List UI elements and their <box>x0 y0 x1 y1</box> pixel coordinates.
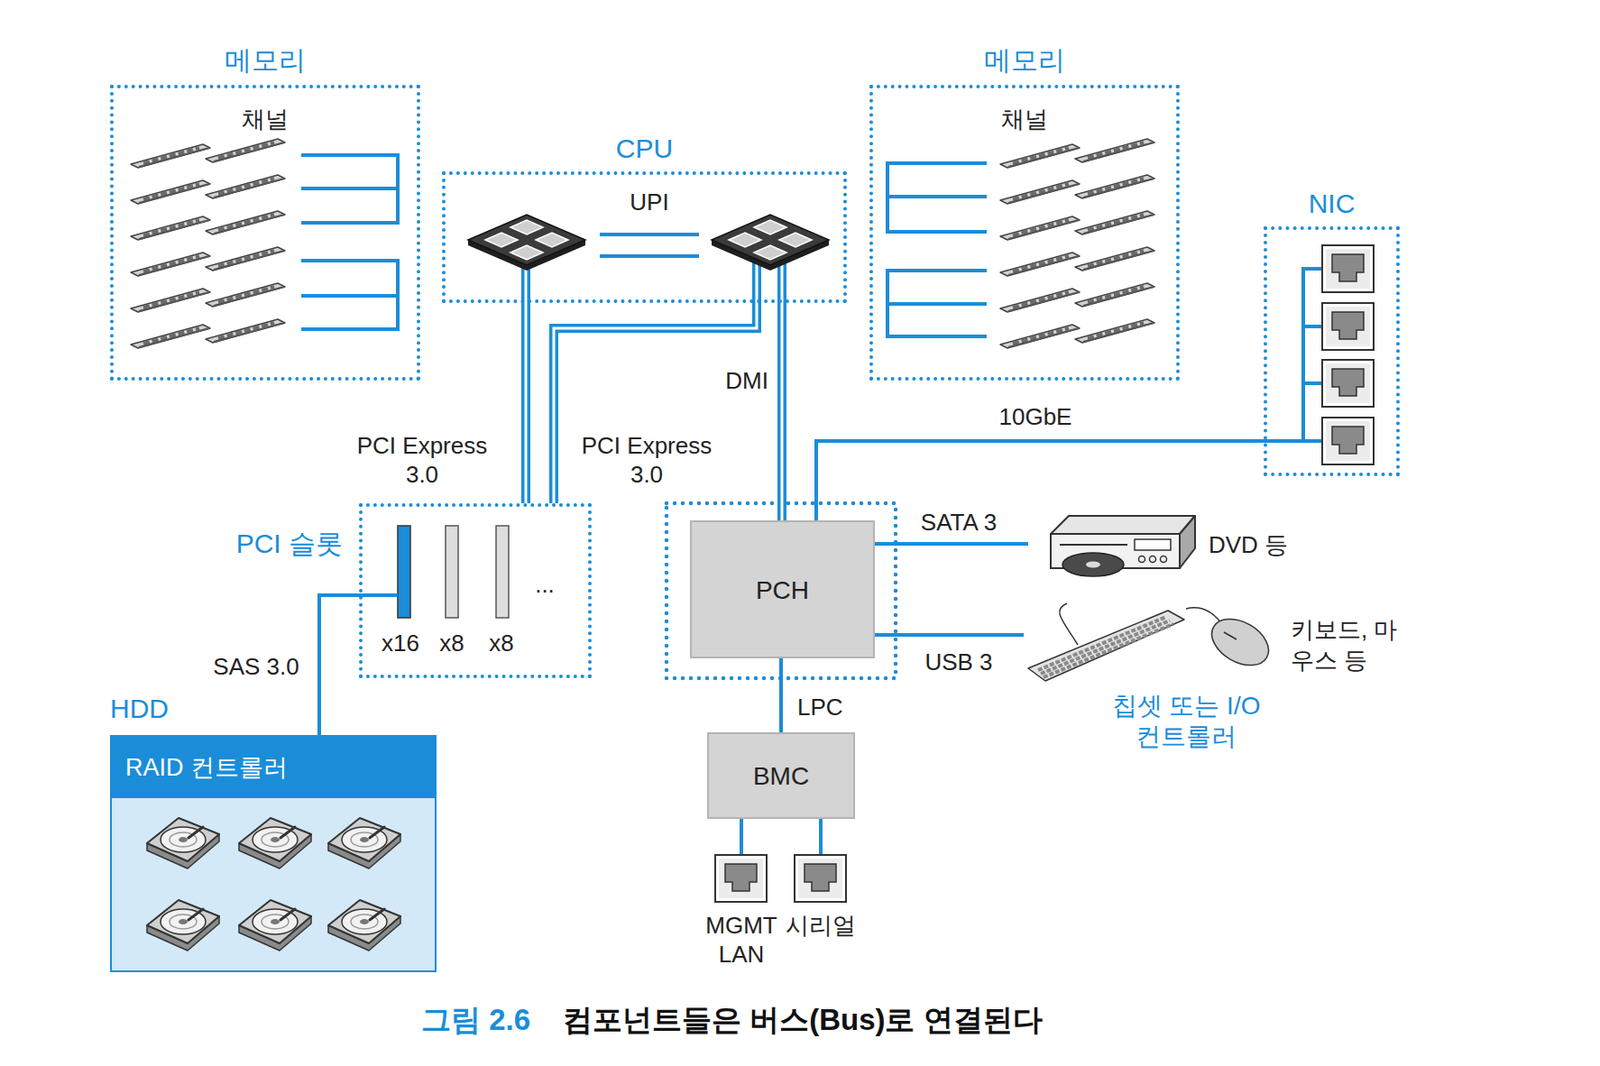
slot-width-label: x8 <box>429 628 475 658</box>
bmc-chip: BMC <box>707 732 856 819</box>
nic-ports <box>1322 245 1374 465</box>
more-slots-mark: ... <box>526 570 563 599</box>
device-label: DVD 등 <box>1208 530 1288 561</box>
bus-line-stroke <box>779 658 783 733</box>
upi-link <box>599 234 699 257</box>
bus-label: SAS 3.0 <box>200 652 313 681</box>
bus-line <box>874 634 1024 636</box>
cpu-stub-lines <box>525 257 782 305</box>
bus-line <box>874 543 1029 545</box>
bus-line <box>781 303 783 521</box>
chip-label: BMC <box>708 760 854 792</box>
bus-line-stroke <box>553 303 757 504</box>
bus-line <box>525 303 527 504</box>
slot-width-label: x16 <box>377 628 423 658</box>
cpu-chip <box>711 214 829 271</box>
bus-line <box>553 303 757 504</box>
cpu-chip <box>468 214 586 271</box>
bus-line <box>781 658 782 733</box>
channel-label: 채널 <box>873 104 1177 135</box>
slot-width-label: x8 <box>478 628 525 658</box>
controller-label: RAID 컨트롤러 <box>125 736 428 799</box>
bus-line-gap <box>524 303 528 504</box>
group-title: HDD <box>110 691 169 727</box>
bus-line <box>820 818 822 856</box>
group-title: 메모리 <box>77 43 453 78</box>
port-label: 시리얼 <box>782 910 859 940</box>
bus-label: DMI <box>685 366 769 396</box>
group-title: 메모리 <box>836 43 1213 78</box>
device-label: 키보드, 마우스 등 <box>1290 614 1417 676</box>
group-title: PCI 슬롯 <box>236 526 343 561</box>
group-title: NIC <box>1231 186 1433 221</box>
input-devices: 키보드, 마우스 등 <box>1023 599 1421 690</box>
bus-label: PCI Express 3.0 <box>570 431 724 489</box>
figure-caption: 컴포넌트들은 버스(Bus)로 연결된다 <box>562 1001 1043 1039</box>
bus-line <box>741 818 743 856</box>
bus-line-gap <box>553 303 757 504</box>
nic-bus-lines <box>1263 266 1323 442</box>
bus-label: PCI Express 3.0 <box>345 431 499 489</box>
dvd-drive-icon <box>1028 505 1209 582</box>
chipset-outline <box>666 503 896 679</box>
chipset-group-title: 칩셋 또는 I/O 컨트롤러 <box>1104 690 1268 753</box>
memory-modules <box>130 138 1155 349</box>
channel-label: 채널 <box>113 104 417 135</box>
serial-port: 시리얼 <box>782 855 859 969</box>
bus-label: 10GbE <box>983 402 1088 432</box>
bus-line <box>816 441 1264 521</box>
bus-line-stroke <box>874 542 1029 546</box>
bus-line-gap <box>781 303 784 521</box>
keyboard-mouse-icon <box>1023 599 1295 690</box>
lan-port-icon <box>703 855 780 906</box>
serial-port-icon <box>782 855 859 906</box>
mgmt-lan-port: MGMT LAN <box>703 855 780 971</box>
chip-label: PCH <box>691 573 874 606</box>
port-label: MGMT LAN <box>703 910 780 969</box>
memory-group: 메모리채널 <box>869 84 1180 381</box>
bus-label: SATA 3 <box>895 507 1022 537</box>
memory-group: 메모리채널 <box>110 84 421 381</box>
bus-line-stroke <box>319 595 359 736</box>
bus-label: USB 3 <box>895 647 1022 677</box>
bus-line <box>319 595 359 736</box>
nic-group: NIC <box>1263 226 1400 477</box>
pci-slots <box>397 525 509 618</box>
hdd-array: HDDRAID 컨트롤러 <box>110 735 437 973</box>
sas-stub-line <box>358 593 398 598</box>
bus-label: LPC <box>797 692 861 722</box>
memory-channel-lines <box>301 153 987 339</box>
bus-line-stroke <box>816 441 1264 521</box>
bus-line-stroke <box>521 303 531 504</box>
interconnect-label: UPI <box>613 187 686 217</box>
bus-line-stroke <box>818 818 823 856</box>
dvd-device: DVD 등 <box>1028 505 1317 582</box>
figure-number: 그림 2.6 <box>421 1001 531 1039</box>
bus-line-stroke <box>874 633 1024 637</box>
bus-line-stroke <box>739 818 744 856</box>
bus-line-stroke <box>777 303 787 521</box>
group-title: CPU <box>409 131 880 166</box>
pch-chip: PCH <box>689 520 875 659</box>
